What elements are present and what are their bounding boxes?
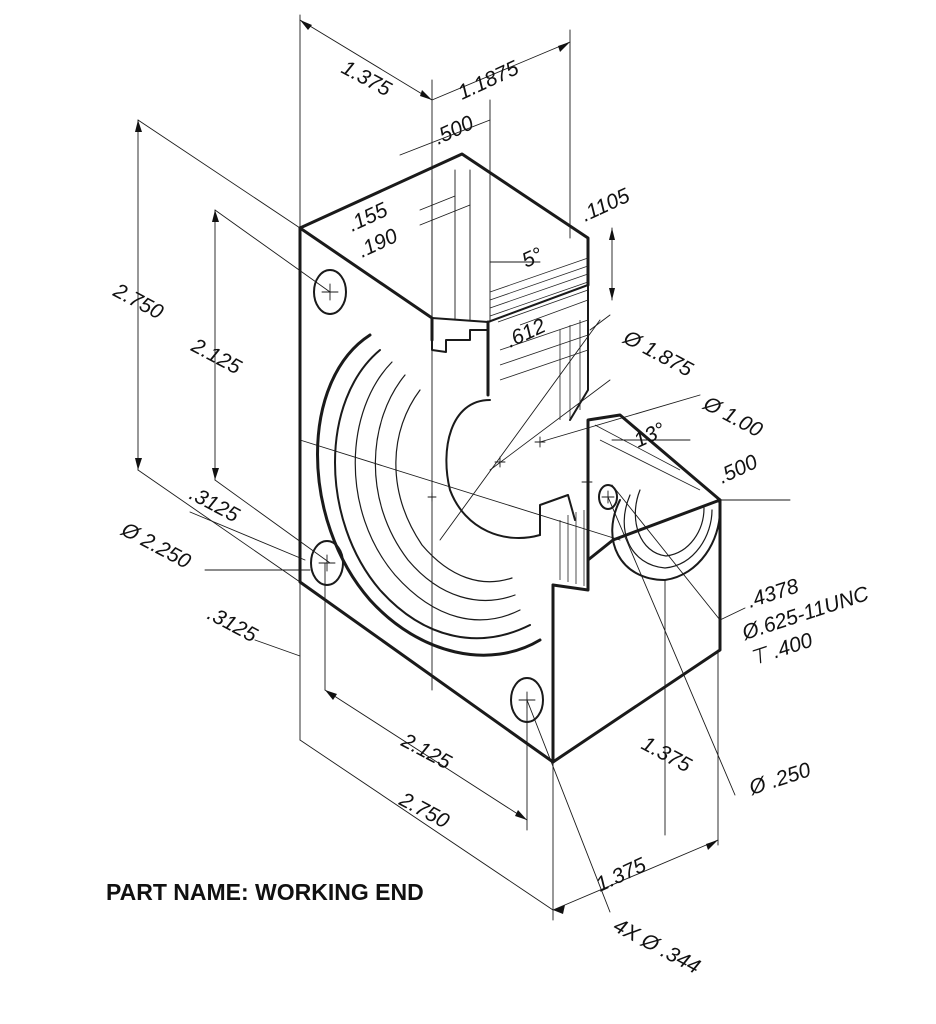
dim-slot-depth: .612 xyxy=(502,314,549,352)
hatch-top xyxy=(489,257,589,420)
dim-bore-small: Ø 1.00 xyxy=(699,392,767,443)
center-lines xyxy=(299,179,621,691)
part-name-label: PART NAME: WORKING END xyxy=(106,879,424,905)
dim-right-depth: .500 xyxy=(714,450,761,488)
dim-mount-holes: 4X Ø .344 xyxy=(610,914,704,979)
top-face-edge xyxy=(298,152,590,287)
dim-top-width-right: 1.1875 xyxy=(454,56,522,104)
dim-top-width-left: 1.375 xyxy=(338,56,395,101)
bore-arc-4 xyxy=(374,374,516,601)
part-body xyxy=(298,152,722,764)
right-block-inner xyxy=(586,413,722,562)
dim-angle: 5° xyxy=(518,243,546,272)
dim-hole-offset-side: .3125 xyxy=(204,602,261,647)
dim-hole-spacing-h: 2.125 xyxy=(397,729,455,775)
bore-arc-5 xyxy=(395,389,513,583)
arrowheads xyxy=(135,20,718,914)
dimension-lines xyxy=(137,14,791,921)
bore-outer-arc xyxy=(316,333,542,657)
dim-right-height: 1.375 xyxy=(638,732,695,777)
cbore-arc-3 xyxy=(634,489,705,557)
dimension-labels: 1.375 1.1875 .500 .155 .190 .1105 5° .61… xyxy=(109,56,873,979)
dim-counterbore: Ø 2.250 xyxy=(117,518,195,574)
dim-chamfer-height: .1105 xyxy=(577,184,633,227)
mount-hole-left xyxy=(310,540,344,586)
dim-bore-large: Ø 1.875 xyxy=(619,326,697,382)
section-top xyxy=(431,284,589,421)
dim-pin-hole: Ø .250 xyxy=(745,758,813,800)
bore-notch xyxy=(539,494,576,536)
dim-bottom-depth: 1.375 xyxy=(592,853,650,896)
dim-angle-13: 13° xyxy=(630,418,669,452)
right-block-top xyxy=(551,498,722,764)
dim-hole-offset-top: .3125 xyxy=(186,482,243,527)
cbore-arc-2 xyxy=(623,494,713,569)
hatch-right xyxy=(559,424,701,586)
bore-arc-2 xyxy=(334,349,531,640)
dim-slot-width: .500 xyxy=(430,111,477,149)
bore-arc-3 xyxy=(354,361,521,621)
dim-overall-width: 2.750 xyxy=(395,788,453,834)
bore-top-arc xyxy=(431,329,489,353)
dim-hole-spacing-v: 2.125 xyxy=(187,334,245,380)
pin-hole xyxy=(598,484,618,510)
bore-inner-arc xyxy=(445,399,541,539)
mount-hole-top xyxy=(313,269,347,315)
